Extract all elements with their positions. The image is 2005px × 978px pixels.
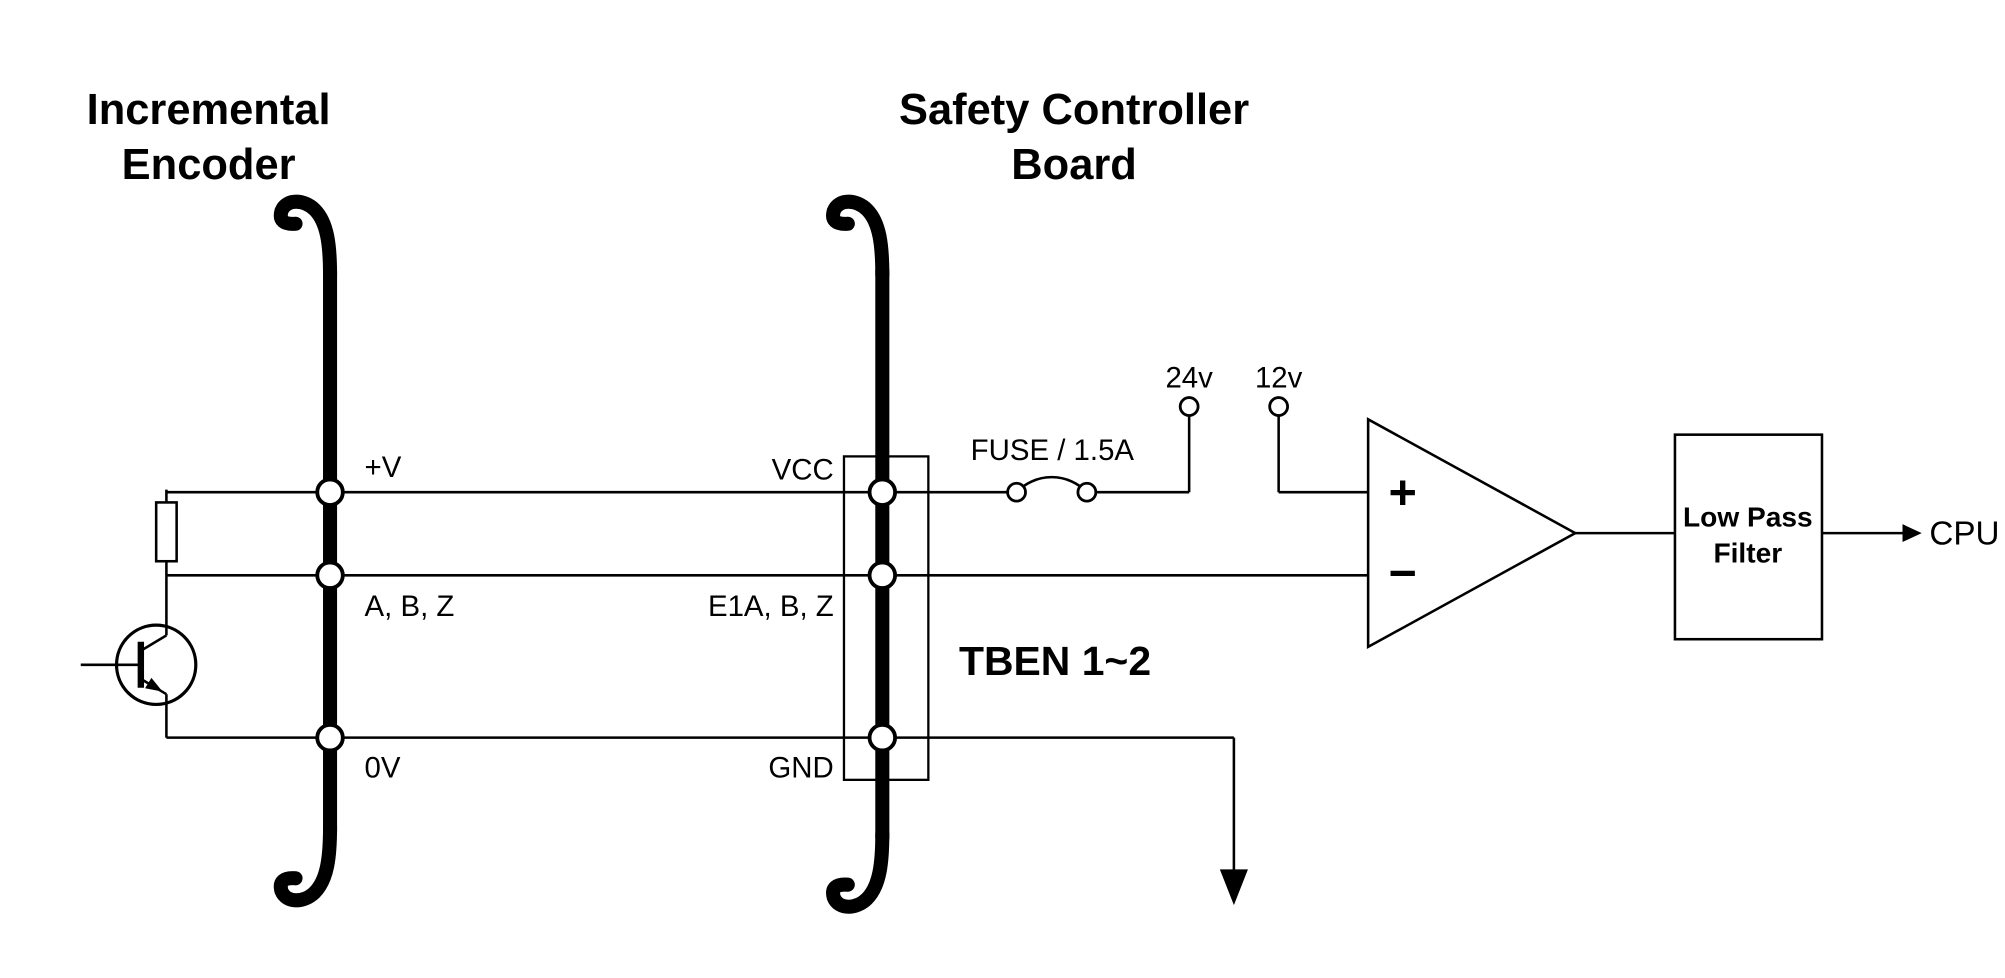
label-cpu: CPU xyxy=(1929,516,1999,553)
label-fuse: FUSE / 1.5A xyxy=(971,434,1135,467)
pin-encoder-abz xyxy=(315,560,345,590)
label-pin-vcc: VCC xyxy=(772,453,834,486)
pin-encoder-vplus xyxy=(315,477,345,507)
pin-controller-gnd xyxy=(867,722,898,753)
label-pin-0v: 0V xyxy=(365,751,401,784)
fuse-terminal-right xyxy=(1076,481,1098,503)
npn-transistor xyxy=(80,623,198,738)
ground-arrowhead-icon xyxy=(1219,869,1248,906)
encoder-cable-break-top xyxy=(281,202,330,275)
pin-controller-vcc xyxy=(867,477,898,507)
pin-encoder-0v xyxy=(315,722,345,753)
connection-pins xyxy=(315,477,898,753)
controller-cable-break-top xyxy=(833,202,882,275)
transistor-emitter-arrow-icon xyxy=(145,677,163,692)
label-comparator-plus: + xyxy=(1388,466,1416,520)
pin-controller-e1abz xyxy=(867,560,898,590)
transistor-collector-lead xyxy=(140,634,168,652)
label-comparator-minus: − xyxy=(1388,546,1416,600)
label-pin-abz: A, B, Z xyxy=(365,590,455,623)
label-tben: TBEN 1~2 xyxy=(959,638,1151,684)
title-safety-controller-line2: Board xyxy=(1011,141,1137,189)
fuse-arc-icon xyxy=(1015,475,1088,494)
low-pass-filter-box xyxy=(1673,433,1824,641)
supply-terminal-12v xyxy=(1268,396,1289,417)
label-lpf-line2: Filter xyxy=(1713,538,1782,569)
pullup-resistor xyxy=(154,501,178,563)
encoder-cable-break-bottom xyxy=(281,827,330,900)
title-safety-controller-line1: Safety Controller xyxy=(899,86,1249,134)
label-lpf-line1: Low Pass xyxy=(1683,502,1813,533)
comparator-triangle-icon xyxy=(1366,417,1578,650)
title-incremental-encoder-line2: Encoder xyxy=(122,141,296,189)
label-pin-e1abz: E1A, B, Z xyxy=(708,590,834,623)
controller-cable-break-bottom xyxy=(833,834,882,907)
label-12v: 12v xyxy=(1255,361,1303,394)
supply-terminal-24v xyxy=(1178,396,1200,417)
label-24v: 24v xyxy=(1165,361,1213,394)
small-terminals xyxy=(1006,396,1289,503)
fuse-terminal-left xyxy=(1006,481,1027,503)
cpu-arrowhead-icon xyxy=(1902,524,1922,543)
cables xyxy=(281,202,883,907)
title-incremental-encoder-line1: Incremental xyxy=(87,86,331,134)
label-pin-vplus: +V xyxy=(365,451,402,484)
label-pin-gnd: GND xyxy=(768,751,833,784)
